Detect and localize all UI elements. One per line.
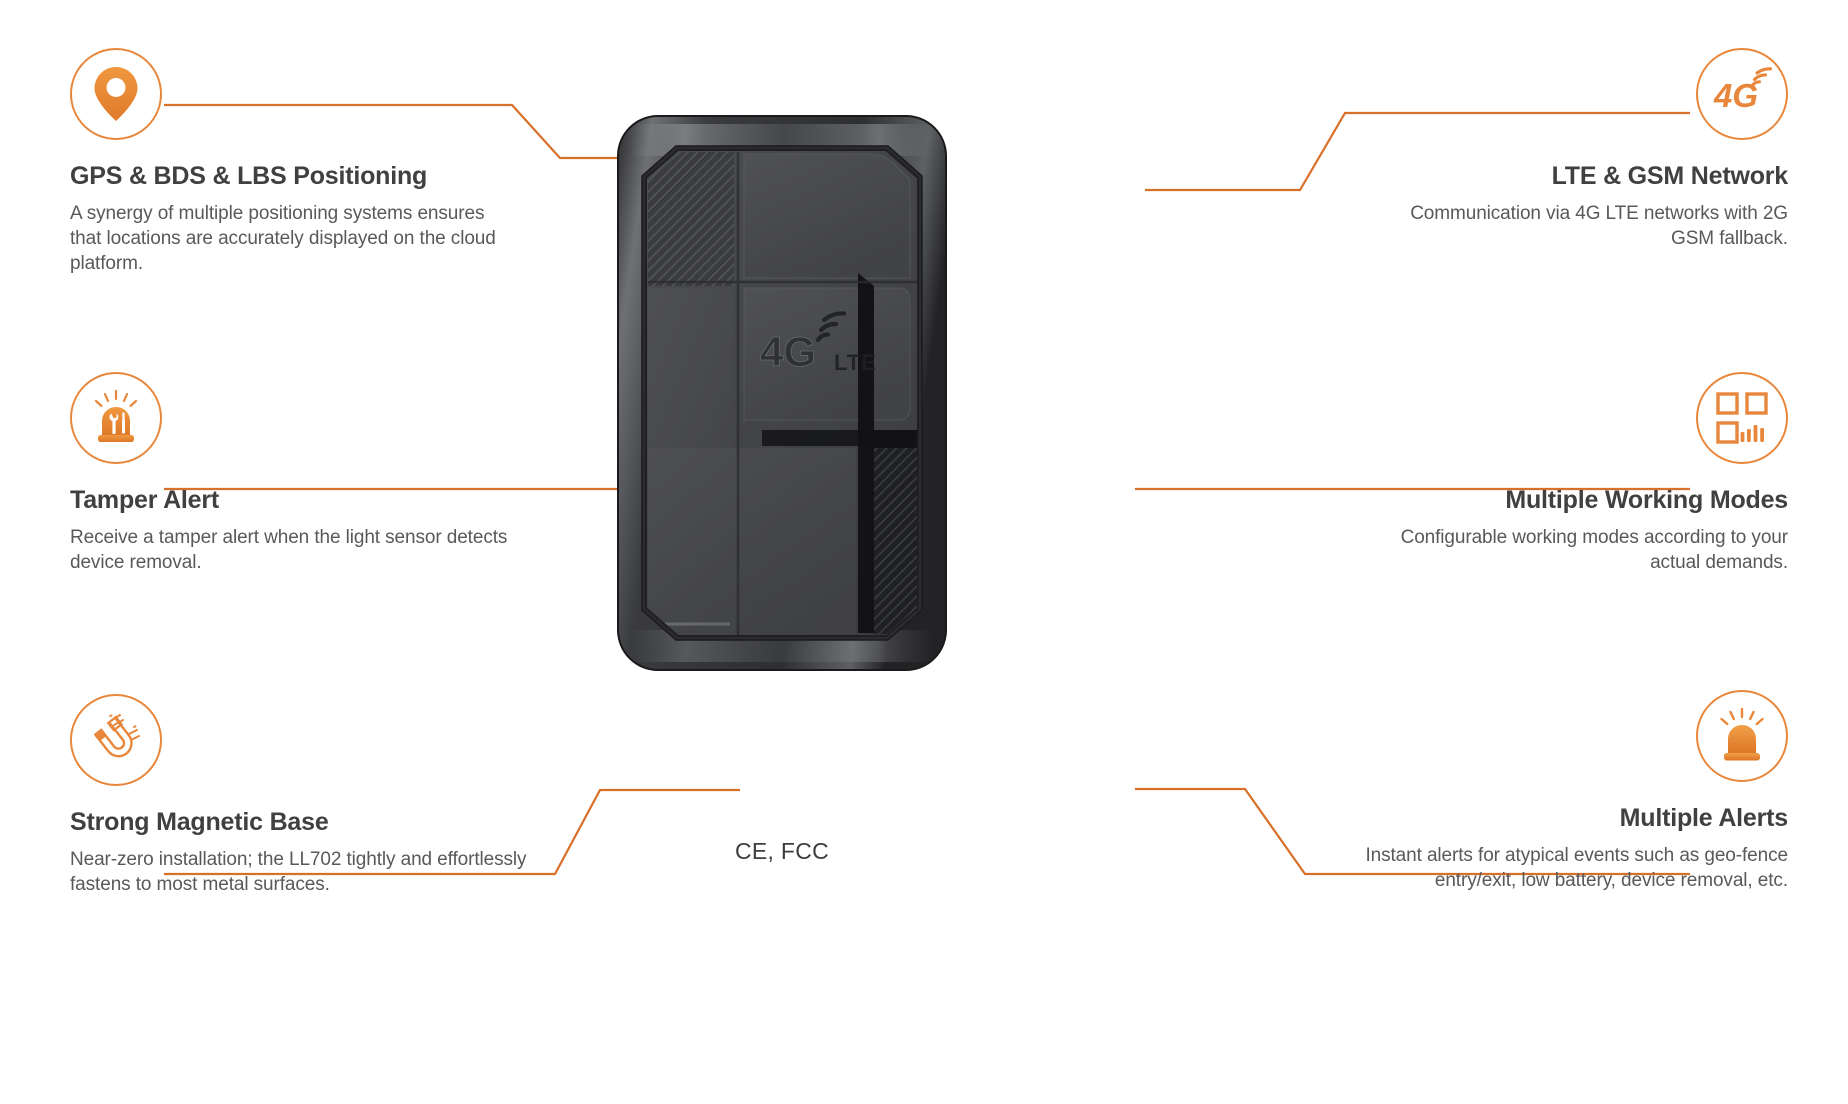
svg-text:LTE: LTE <box>834 350 877 375</box>
feature-title: Multiple Working Modes <box>1505 486 1788 514</box>
feature-gps-positioning: GPS & BDS & LBS Positioning A synergy of… <box>70 48 540 276</box>
feature-title: GPS & BDS & LBS Positioning <box>70 162 428 190</box>
feature-multiple-alerts: Multiple Alerts Instant alerts for atypi… <box>1318 690 1788 893</box>
product-device-image: 4G LTE <box>612 108 952 678</box>
alert-beacon-icon <box>1720 708 1764 761</box>
tamper-siren-tools-icon <box>94 390 138 442</box>
4g-signal-icon: 4G <box>1713 67 1773 114</box>
location-pin-icon <box>94 67 138 121</box>
feature-title: Multiple Alerts <box>1619 804 1789 832</box>
certification-label: CE, FCC <box>734 838 830 864</box>
4g-label: 4G <box>1713 77 1758 114</box>
horseshoe-magnet-icon <box>93 714 140 758</box>
feature-body: Receive a tamper alert when the light se… <box>70 527 508 574</box>
feature-lte-gsm-network: 4G LTE & GSM Network Communication via 4… <box>1318 48 1788 251</box>
tamper-icon-badge <box>70 372 162 464</box>
modes-icon-badge <box>1696 372 1788 464</box>
svg-text:4G: 4G <box>760 328 816 375</box>
feature-body: A synergy of multiple positioning system… <box>70 203 496 275</box>
feature-body: Communication via 4G LTE networks with 2… <box>1410 203 1788 250</box>
feature-magnetic-base: Strong Magnetic Base Near-zero installat… <box>70 694 570 897</box>
magnet-icon-badge <box>70 694 162 786</box>
alerts-icon-badge <box>1696 690 1788 782</box>
qr-grid-modes-icon <box>1716 392 1768 444</box>
feature-body: Near-zero installation; the LL702 tightl… <box>70 849 527 896</box>
feature-working-modes: Multiple Working Modes Configurable work… <box>1318 372 1788 575</box>
feature-title: Strong Magnetic Base <box>70 808 329 836</box>
feature-title: LTE & GSM Network <box>1551 162 1789 190</box>
feature-title: Tamper Alert <box>70 486 220 514</box>
device-4g-lte-logo: 4G LTE <box>760 311 877 375</box>
gps-icon-badge <box>70 48 162 140</box>
feature-body: Instant alerts for atypical events such … <box>1365 845 1788 892</box>
lte-icon-badge: 4G <box>1696 48 1788 140</box>
feature-body: Configurable working modes according to … <box>1400 527 1789 574</box>
feature-tamper-alert: Tamper Alert Receive a tamper alert when… <box>70 372 570 575</box>
